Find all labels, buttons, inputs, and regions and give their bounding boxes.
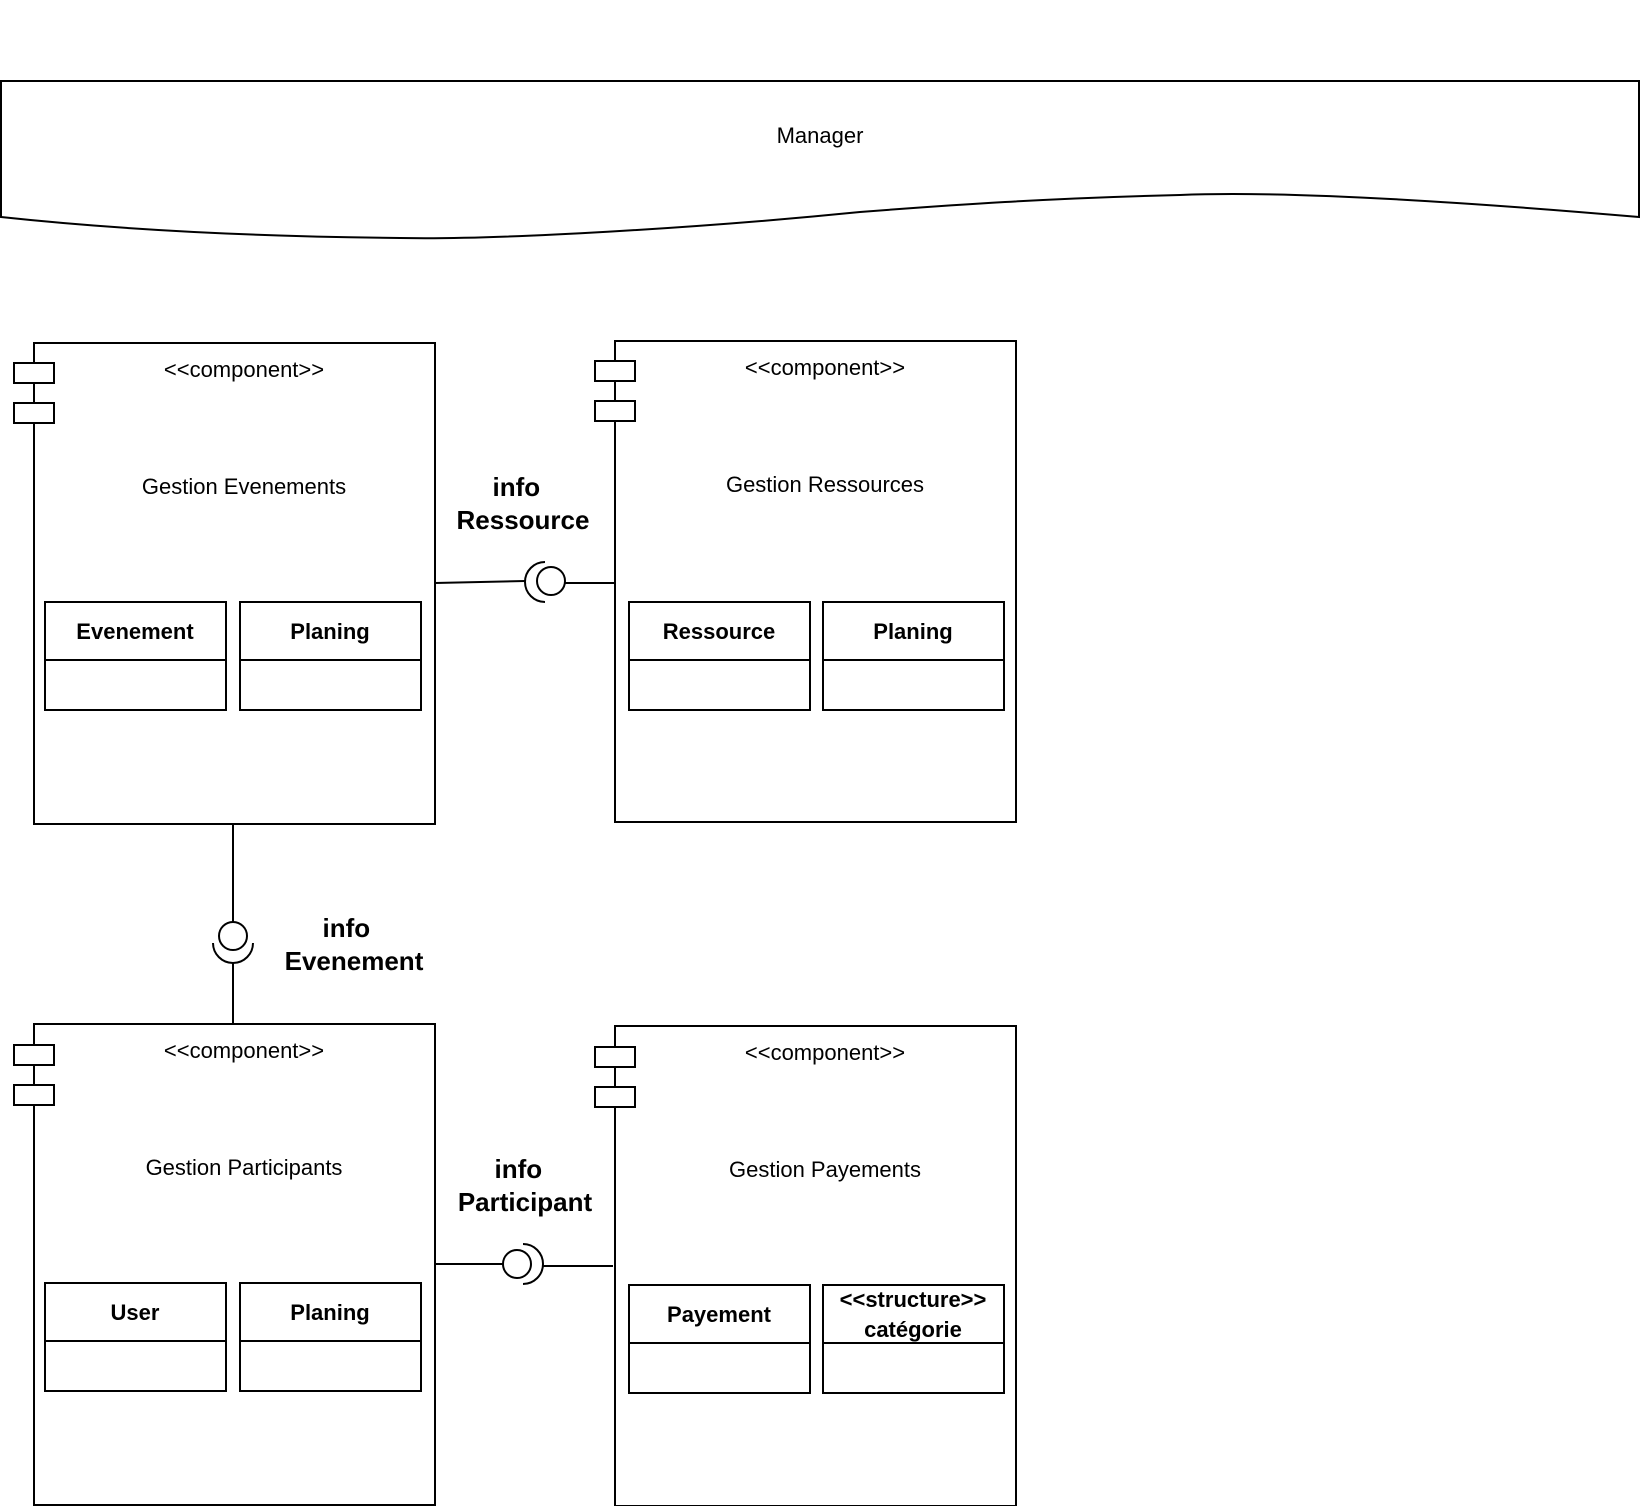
class-box-frame bbox=[822, 1284, 1005, 1394]
component-port-icon bbox=[594, 400, 636, 422]
component-port-icon bbox=[594, 1086, 636, 1108]
class-name: Ressource bbox=[663, 619, 776, 644]
interface-label-line: Participant bbox=[458, 1187, 593, 1217]
required-interface-socket-icon bbox=[524, 561, 546, 603]
class-box-frame bbox=[44, 1282, 227, 1392]
class-box-frame bbox=[628, 601, 811, 711]
interface-label: info Evenement bbox=[285, 913, 424, 976]
class-box-planing[interactable]: Planing bbox=[822, 601, 1005, 711]
component-gestion-ressources[interactable]: <<component>> Gestion Ressources Ressour… bbox=[594, 340, 1017, 823]
class-box-planing[interactable]: Planing bbox=[239, 1282, 422, 1392]
component-frame bbox=[614, 340, 1017, 823]
class-box-frame bbox=[44, 601, 227, 711]
interface-label-line: info bbox=[323, 913, 371, 943]
interface-label: info Participant bbox=[458, 1154, 593, 1217]
structure-name: catégorie bbox=[864, 1317, 962, 1342]
required-interface-socket-icon bbox=[522, 1243, 544, 1285]
manager-document-shape bbox=[0, 80, 1640, 240]
class-box-frame bbox=[628, 1284, 811, 1394]
manager-label: Manager bbox=[777, 123, 864, 148]
component-stereotype: <<component>> bbox=[164, 1038, 324, 1063]
interface-label-line: info bbox=[495, 1154, 543, 1184]
manager-node[interactable]: Manager bbox=[0, 80, 1640, 240]
interface-info-ressource[interactable]: info Ressource bbox=[434, 472, 615, 603]
class-box-frame bbox=[822, 601, 1005, 711]
class-box-planing[interactable]: Planing bbox=[239, 601, 422, 711]
component-gestion-participants[interactable]: <<component>> Gestion Participants User … bbox=[13, 1023, 436, 1506]
provided-interface-lollipop-icon bbox=[218, 921, 248, 951]
component-frame bbox=[33, 342, 436, 825]
component-name: Gestion Payements bbox=[729, 1157, 921, 1182]
component-gestion-payements[interactable]: <<component>> Gestion Payements Payement… bbox=[594, 1025, 1017, 1506]
interface-label-line: info bbox=[493, 472, 541, 502]
class-name: Evenement bbox=[76, 619, 194, 644]
interface-label: info Ressource bbox=[457, 472, 590, 535]
required-interface-socket-icon bbox=[212, 942, 254, 964]
structure-stereotype: <<structure>> bbox=[840, 1287, 987, 1312]
component-port-icon bbox=[13, 1044, 55, 1066]
class-box-ressource[interactable]: Ressource bbox=[628, 601, 811, 711]
component-stereotype: <<component>> bbox=[745, 1040, 905, 1065]
class-box-frame bbox=[239, 1282, 422, 1392]
class-box-frame bbox=[239, 601, 422, 711]
class-name: Planing bbox=[290, 619, 369, 644]
interface-label-line: Ressource bbox=[457, 505, 590, 535]
component-gestion-evenements[interactable]: <<component>> Gestion Evenements Eveneme… bbox=[13, 342, 436, 825]
interface-label-line: Evenement bbox=[285, 946, 424, 976]
interface-info-participant[interactable]: info Participant bbox=[435, 1154, 613, 1285]
class-box-evenement[interactable]: Evenement bbox=[44, 601, 227, 711]
component-port-icon bbox=[594, 1046, 636, 1068]
component-name: Gestion Ressources bbox=[726, 472, 924, 497]
structure-box-categorie[interactable]: <<structure>> catégorie bbox=[822, 1284, 1005, 1394]
component-frame bbox=[614, 1025, 1017, 1506]
component-port-icon bbox=[13, 362, 55, 384]
class-box-user[interactable]: User bbox=[44, 1282, 227, 1392]
component-name: Gestion Evenements bbox=[142, 474, 346, 499]
component-name: Gestion Participants bbox=[146, 1155, 343, 1180]
component-stereotype: <<component>> bbox=[745, 355, 905, 380]
class-name: Planing bbox=[873, 619, 952, 644]
class-box-payement[interactable]: Payement bbox=[628, 1284, 811, 1394]
provided-interface-lollipop-icon bbox=[502, 1249, 532, 1279]
component-port-icon bbox=[13, 402, 55, 424]
class-name: User bbox=[111, 1300, 160, 1325]
interface-info-evenement[interactable]: info Evenement bbox=[212, 824, 424, 1024]
component-port-icon bbox=[13, 1084, 55, 1106]
provided-interface-lollipop-icon bbox=[536, 566, 566, 596]
component-frame bbox=[33, 1023, 436, 1506]
connector-line bbox=[434, 580, 526, 584]
class-name: Planing bbox=[290, 1300, 369, 1325]
component-port-icon bbox=[594, 360, 636, 382]
class-name: Payement bbox=[667, 1302, 772, 1327]
component-stereotype: <<component>> bbox=[164, 357, 324, 382]
